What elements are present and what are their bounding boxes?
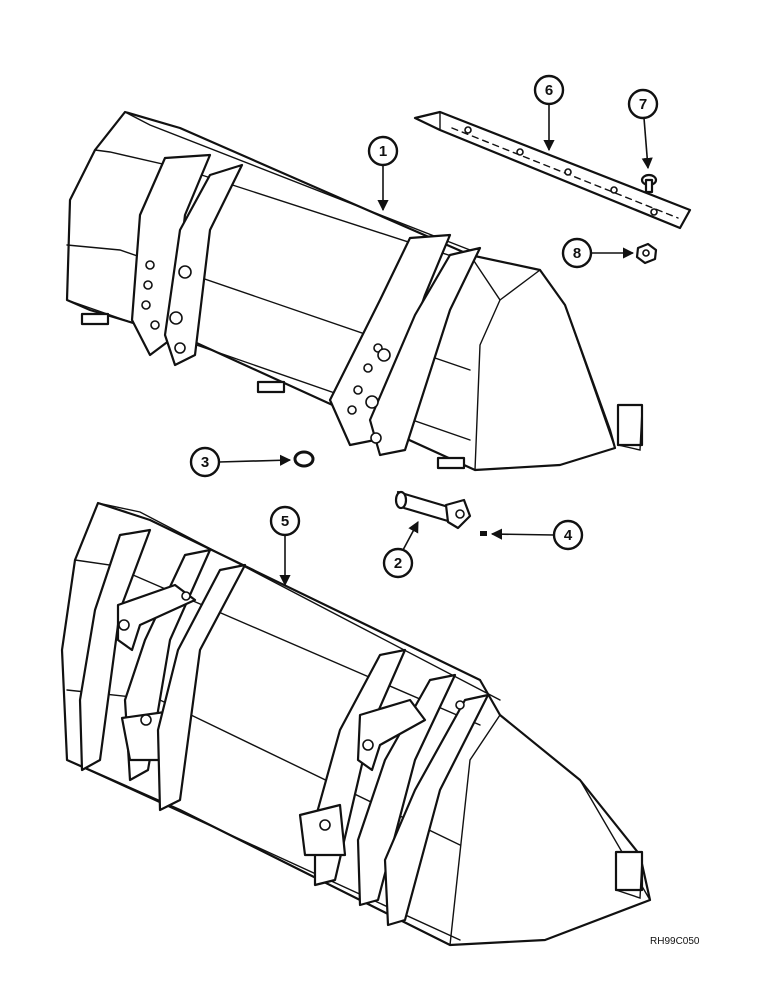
- callout-8: 8: [561, 237, 635, 269]
- callout-4: 4: [490, 519, 584, 551]
- set-screw: [480, 531, 487, 536]
- bolt: [640, 173, 658, 194]
- reference-code: RH99C050: [650, 936, 700, 947]
- cutting-edge: [413, 110, 692, 230]
- callout-8-label: 8: [573, 245, 581, 262]
- nut: [635, 242, 658, 265]
- retaining-ring: [293, 450, 315, 468]
- callout-1: 1: [367, 135, 399, 212]
- callout-5-label: 5: [281, 513, 289, 530]
- lower-bucket: [60, 501, 652, 947]
- pivot-pin: [394, 490, 472, 530]
- callout-4-label: 4: [564, 527, 573, 544]
- callout-5: 5: [269, 505, 301, 587]
- callout-7: 7: [627, 88, 659, 170]
- callout-2-label: 2: [394, 555, 402, 572]
- callout-1-label: 1: [379, 143, 387, 160]
- callout-2: 2: [382, 521, 419, 579]
- callout-3-label: 3: [201, 454, 209, 471]
- callout-6: 6: [533, 74, 565, 152]
- callout-6-label: 6: [545, 82, 553, 99]
- callout-7-label: 7: [639, 96, 647, 113]
- callout-3: 3: [189, 446, 292, 478]
- upper-bucket: [65, 110, 644, 472]
